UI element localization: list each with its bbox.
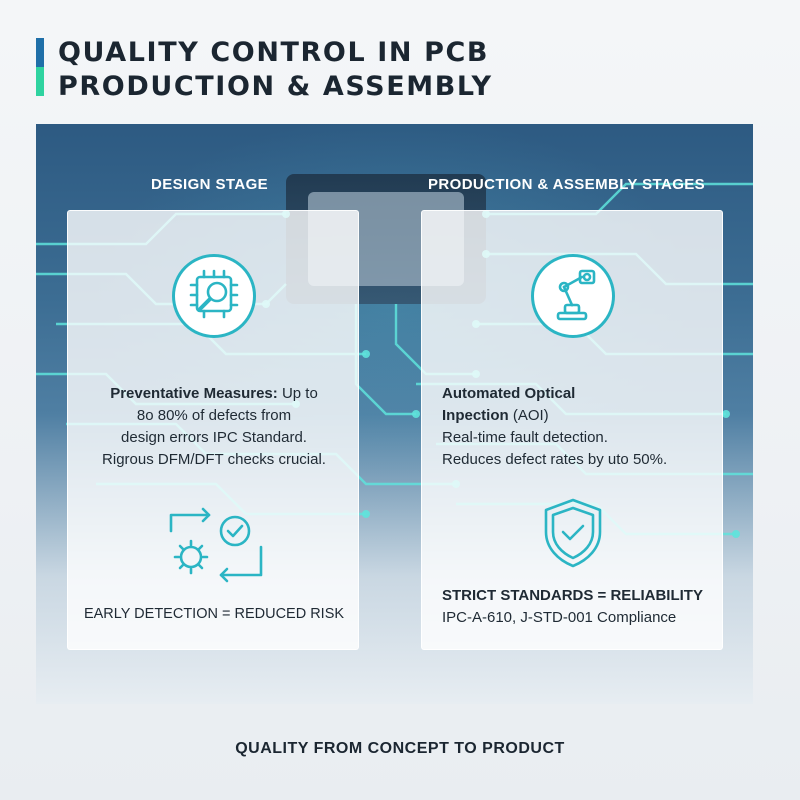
- design-description: Preventative Measures: Up to 8o 80% of d…: [68, 383, 360, 471]
- footer-tagline: QUALITY FROM CONCEPT TO PRODUCT: [235, 740, 565, 757]
- aoi-lead-line-2: Inpection: [442, 407, 509, 424]
- production-tagline: STRICT STANDARDS = RELIABILITY: [442, 587, 703, 604]
- title-accent-bar: [36, 38, 44, 96]
- gear-cycle-check-icon: [169, 507, 263, 583]
- design-stage-heading: DESIGN STAGE: [151, 176, 269, 193]
- production-tagline-block: STRICT STANDARDS = RELIABILITY IPC-A-610…: [442, 585, 703, 629]
- design-line-2: 8o 80% of defects from: [136, 407, 292, 424]
- title-line-2: PRODUCTION & ASSEMBLY: [58, 71, 493, 102]
- robot-arm-icon: [531, 254, 615, 338]
- aoi-lead-line-2-rest: (AOI): [508, 407, 549, 424]
- design-lead: Preventative Measures:: [110, 385, 278, 402]
- design-stage-card: Preventative Measures: Up to 8o 80% of d…: [67, 210, 359, 650]
- aoi-lead-line-1: Automated Optical: [442, 385, 576, 402]
- design-lead-rest: Up to: [277, 385, 318, 402]
- production-description: Automated Optical Inpection (AOI) Real-t…: [442, 383, 667, 471]
- title-line-1: QUALITY CONTROL IN PCB: [58, 37, 490, 68]
- chip-magnifier-icon: [172, 254, 256, 338]
- production-stage-heading: PRODUCTION & ASSEMBLY STAGES: [428, 176, 706, 193]
- shield-check-icon: [544, 498, 602, 568]
- design-tagline: EARLY DETECTION = REDUCED RISK: [83, 606, 345, 622]
- compliance-text: IPC-A-610, J-STD-001 Compliance: [442, 609, 677, 626]
- design-line-3: design errors IPC Standard.: [121, 429, 307, 446]
- production-line-4: Reduces defect rates by uto 50%.: [442, 451, 668, 468]
- production-stage-card: Automated Optical Inpection (AOI) Real-t…: [421, 210, 723, 650]
- page-title: QUALITY CONTROL IN PCB PRODUCTION & ASSE…: [58, 36, 758, 104]
- design-line-4: Rigrous DFM/DFT checks crucial.: [102, 451, 326, 468]
- production-line-3: Real-time fault detection.: [442, 429, 608, 446]
